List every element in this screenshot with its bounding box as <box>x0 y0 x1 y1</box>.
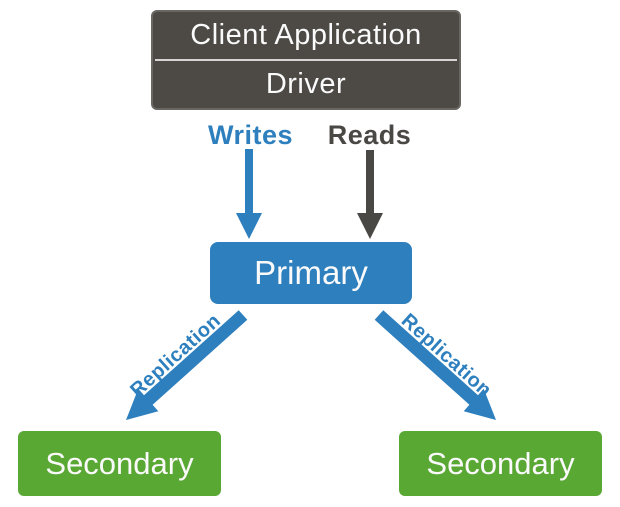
primary-label: Primary <box>254 254 368 291</box>
client-application-label: Client Application <box>190 19 422 51</box>
secondary-label-left: Secondary <box>45 445 194 481</box>
writes-label: Writes <box>207 119 294 150</box>
replication-label-right: Replication <box>396 309 496 402</box>
primary-box: Primary <box>210 242 412 304</box>
secondary-box-right: Secondary <box>399 431 602 496</box>
reads-label: Reads <box>327 119 412 150</box>
replication-arrow-right <box>374 310 496 420</box>
reads-arrow <box>357 150 383 239</box>
writes-arrow <box>236 149 262 239</box>
replication-arrow-left <box>126 310 248 420</box>
secondary-label-right: Secondary <box>426 445 575 481</box>
replication-label-left: Replication <box>126 309 226 402</box>
secondary-box-left: Secondary <box>18 431 221 496</box>
client-driver-divider <box>155 59 457 61</box>
driver-label: Driver <box>265 68 347 100</box>
client-application-box: Client Application Driver <box>151 10 461 110</box>
